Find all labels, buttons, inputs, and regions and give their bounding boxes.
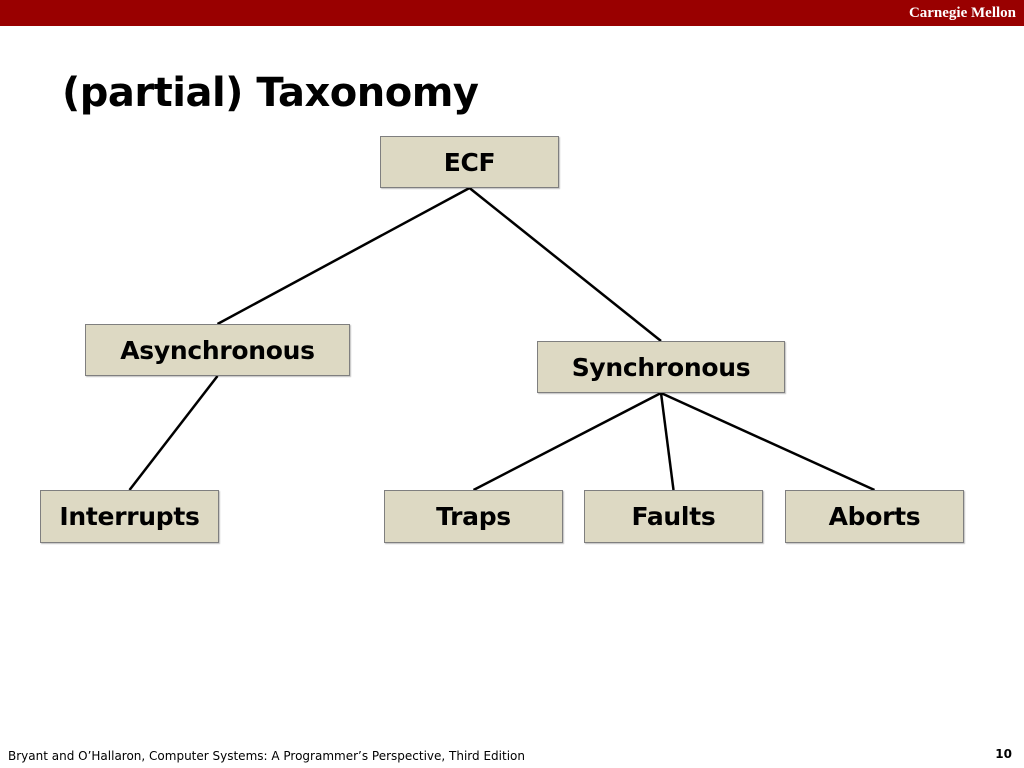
edge-ecf-asynchronous (216, 186, 471, 326)
slide-title: (partial) Taxonomy (62, 70, 479, 116)
node-synchronous: Synchronous (537, 341, 785, 393)
node-ecf: ECF (380, 136, 559, 188)
edge-ecf-synchronous (468, 187, 662, 342)
edge-asynchronous-interrupts (128, 375, 219, 491)
edge-synchronous-faults (659, 392, 675, 491)
edge-synchronous-traps (472, 391, 662, 492)
node-traps: Traps (384, 490, 563, 543)
page-number: 10 (995, 747, 1012, 761)
header-bar: Carnegie Mellon (0, 0, 1024, 26)
footer-citation: Bryant and O’Hallaron, Computer Systems:… (8, 749, 525, 763)
brand-label: Carnegie Mellon (908, 5, 1016, 21)
edge-synchronous-aborts (660, 391, 876, 492)
node-aborts: Aborts (785, 490, 964, 543)
node-asynchronous: Asynchronous (85, 324, 350, 376)
node-faults: Faults (584, 490, 763, 543)
node-interrupts: Interrupts (40, 490, 219, 543)
